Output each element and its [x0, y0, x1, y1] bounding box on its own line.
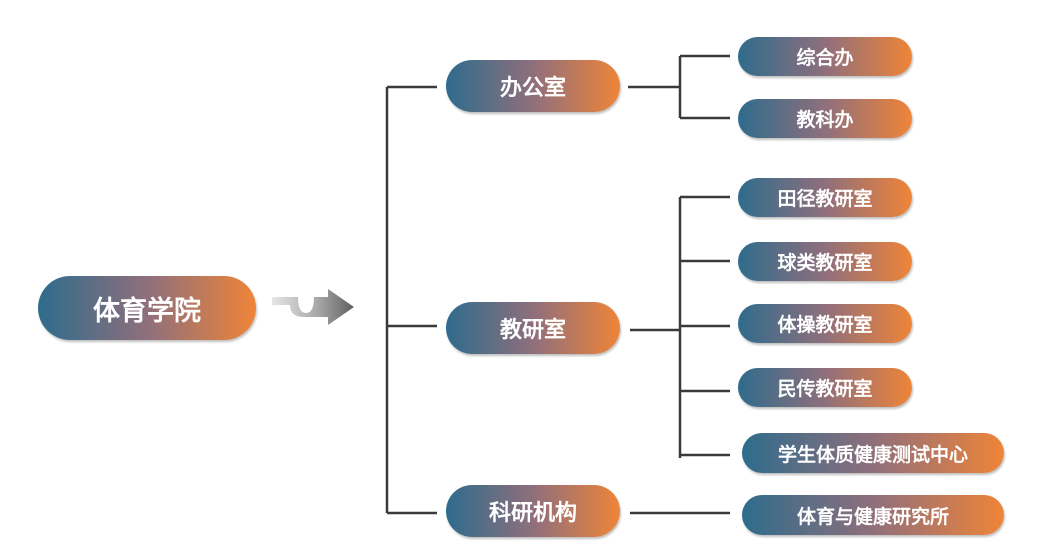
leaf-node: 体育与健康研究所 [742, 495, 1004, 535]
branch-node-teaching: 教研室 [446, 302, 620, 354]
arrow-right-icon [272, 289, 354, 325]
leaf-node: 田径教研室 [738, 178, 912, 217]
leaf-node: 综合办 [738, 37, 912, 76]
leaf-node: 球类教研室 [738, 242, 912, 281]
branch-node-research: 科研机构 [446, 485, 620, 537]
leaf-node: 教科办 [738, 99, 912, 138]
branch-node-office: 办公室 [446, 60, 620, 112]
leaf-node: 体操教研室 [738, 304, 912, 343]
leaf-node: 学生体质健康测试中心 [742, 433, 1004, 473]
root-node: 体育学院 [38, 276, 256, 340]
leaf-node: 民传教研室 [738, 368, 912, 407]
